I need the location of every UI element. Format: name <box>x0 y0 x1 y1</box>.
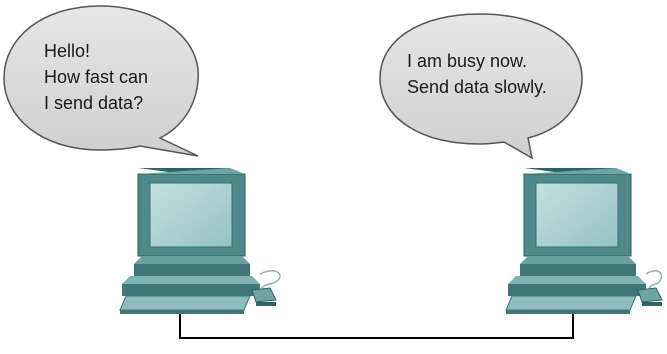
speech-text-right: I am busy now. Send data slowly. <box>407 48 547 100</box>
computer-icon <box>119 168 281 314</box>
speech-line: Send data slowly. <box>407 77 547 97</box>
mouse-icon <box>251 287 277 306</box>
speech-line: I send data? <box>44 93 144 113</box>
computer-icon <box>505 168 663 314</box>
speech-bubble-right <box>379 13 583 160</box>
mouse-icon <box>637 287 663 306</box>
speech-line: I am busy now. <box>407 51 528 71</box>
speech-bubble-left <box>3 5 199 157</box>
speech-line: How fast can <box>44 67 149 87</box>
speech-line: Hello! <box>44 41 91 61</box>
speech-text-left: Hello! How fast can I send data? <box>44 38 148 116</box>
